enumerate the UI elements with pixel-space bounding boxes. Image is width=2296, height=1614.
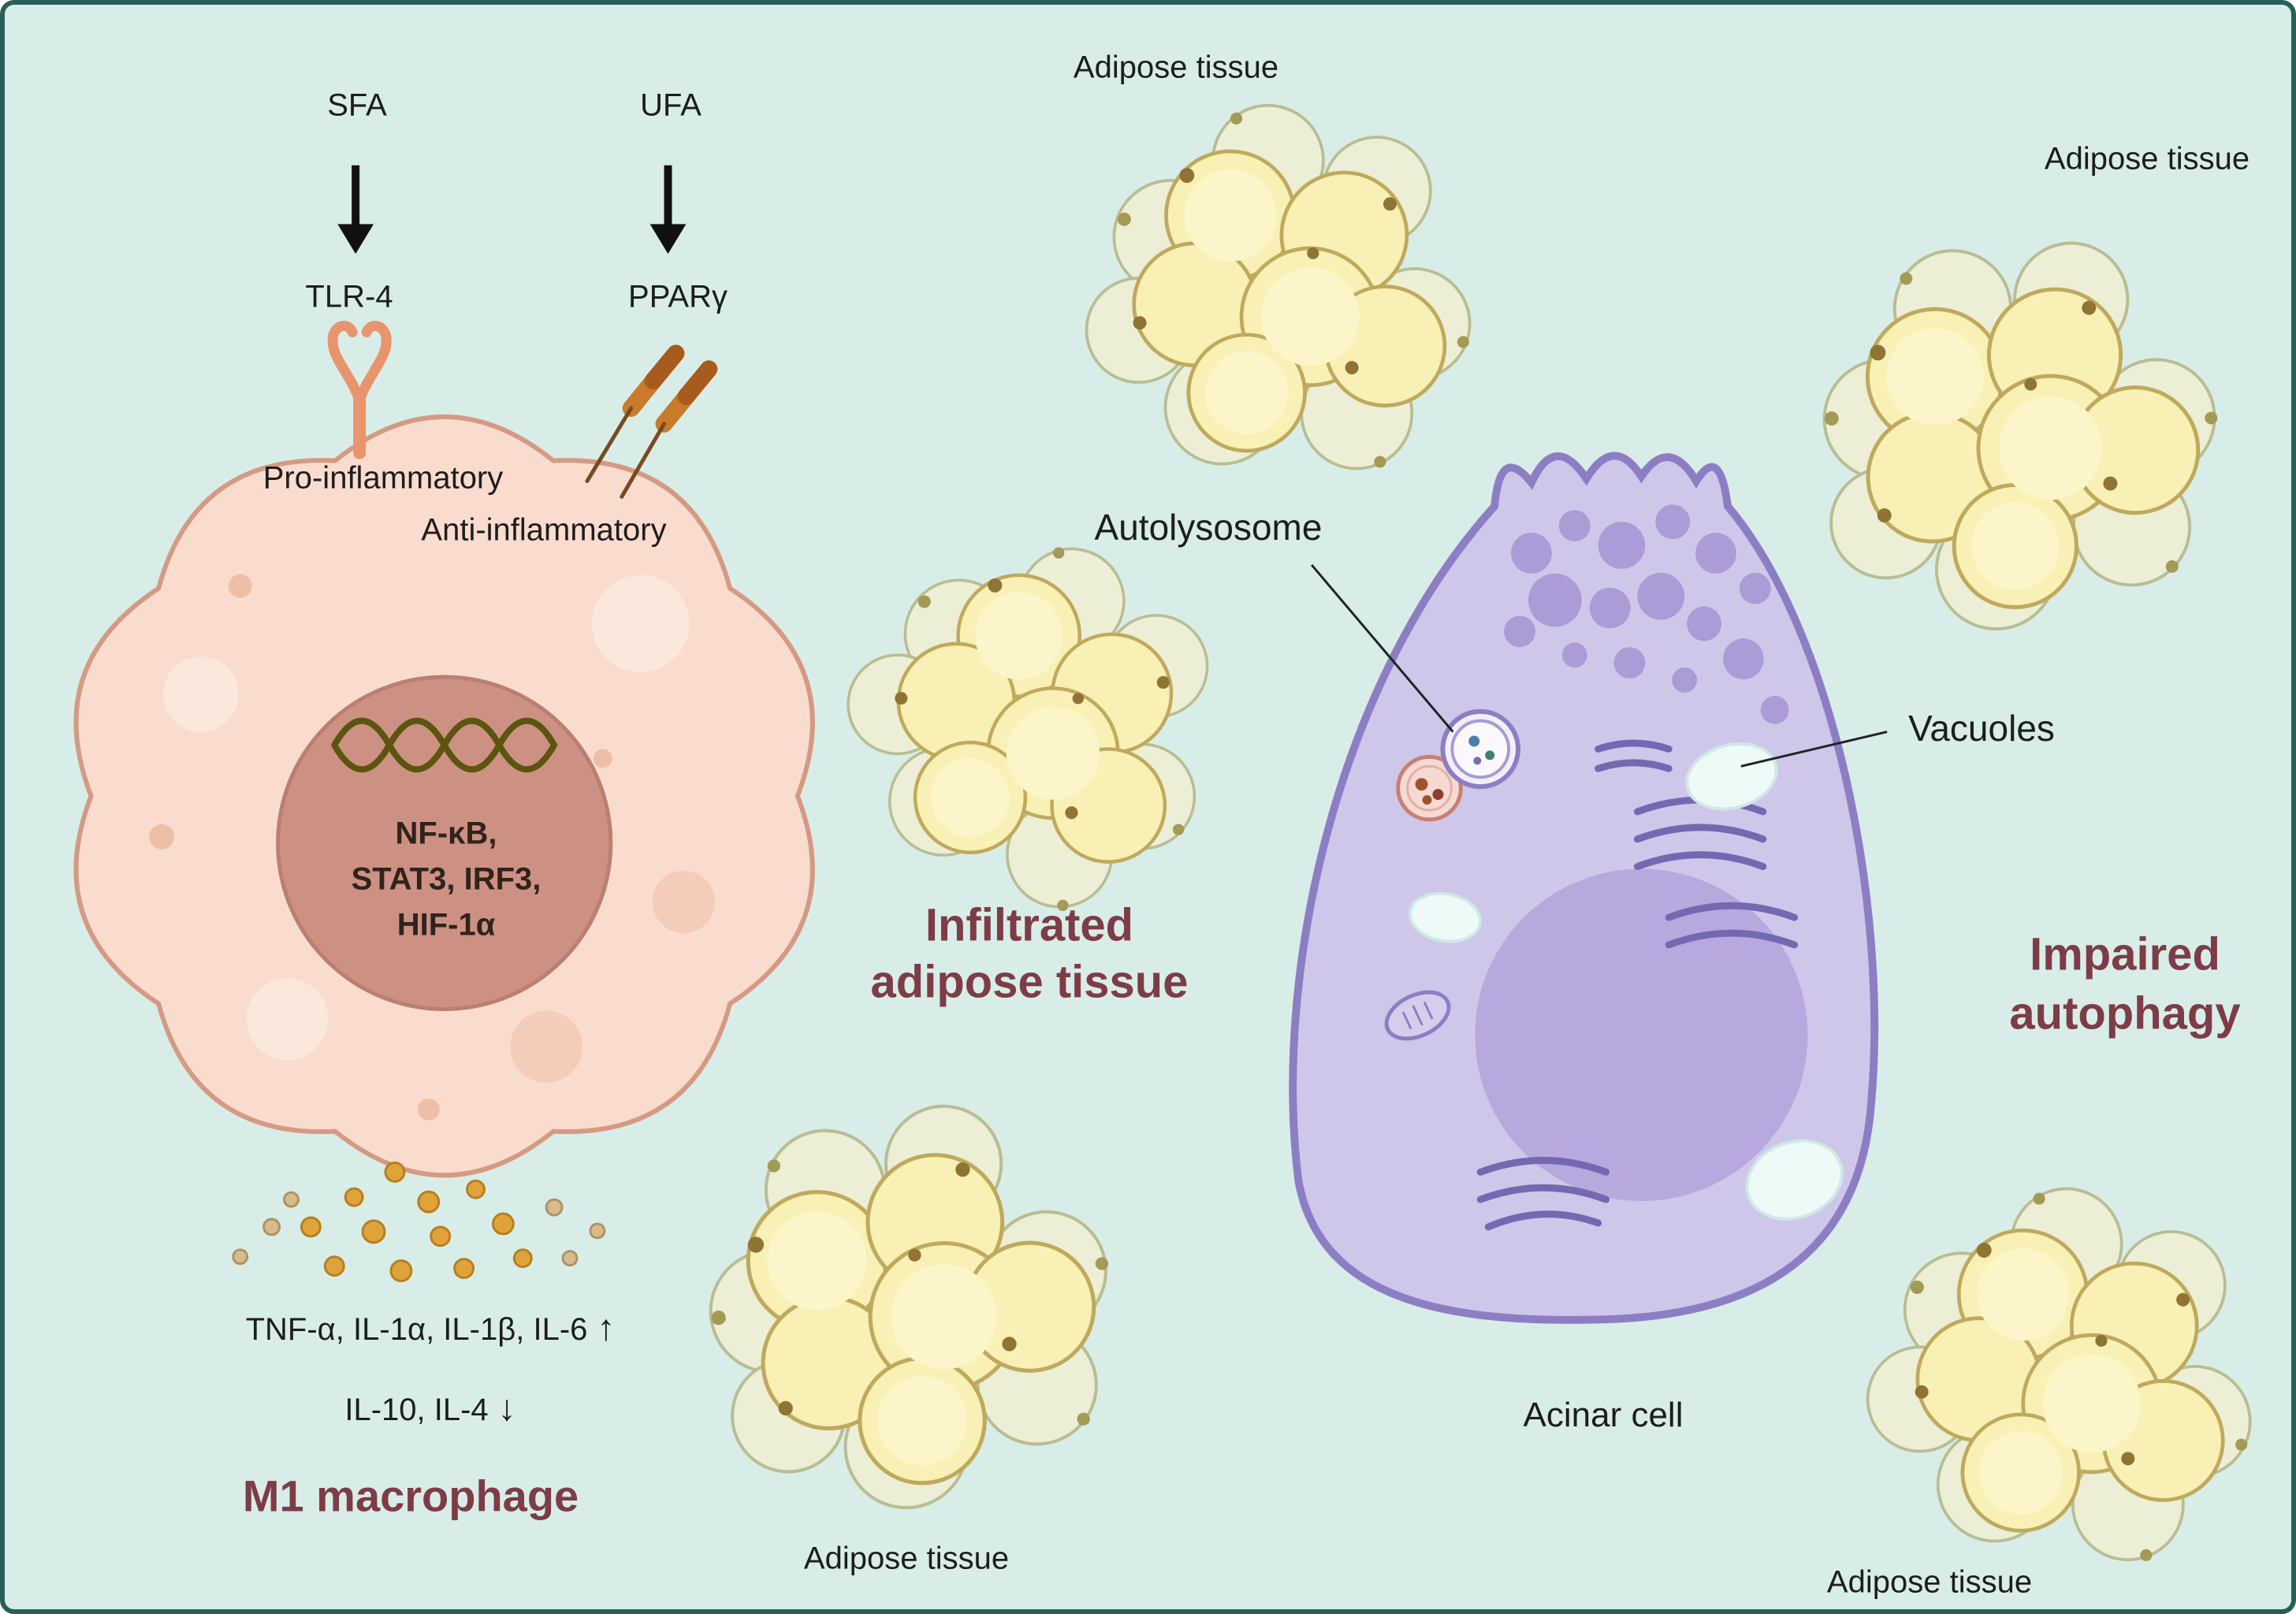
pparg-receptor-icon (585, 344, 718, 499)
tlr4-receptor-icon (327, 321, 392, 459)
nucleus-factors-line2: STAT3, IRF3, (351, 861, 541, 897)
adipose-cluster-middle (797, 482, 1282, 959)
impaired-title-line1: Impaired (2030, 928, 2220, 980)
vacuoles-leader-line (1740, 731, 1888, 768)
dna-icon (331, 717, 558, 773)
pparg-label: PPARγ (628, 279, 728, 314)
diagram-artwork (73, 5, 2291, 1609)
adipose-cluster-bottom-right (1840, 1153, 2291, 1597)
vacuoles-label: Vacuoles (1908, 708, 2055, 749)
zymogen-granules (1504, 504, 1789, 724)
infiltrated-title-line2: adipose tissue (870, 956, 1189, 1008)
ufa-arrow-icon (649, 165, 687, 255)
mitochondrion-icon (1384, 990, 1451, 1041)
pro-inflammatory-label: Pro-inflammatory (262, 460, 504, 496)
tlr4-label: TLR-4 (305, 279, 393, 314)
vacuoles (1408, 742, 1844, 1221)
infiltrated-title-line1: Infiltrated (925, 899, 1134, 951)
down-arrow-icon: ↓ (497, 1387, 516, 1428)
nucleus-factors-line3: HIF-1α (396, 907, 496, 943)
secreted-cytokines (232, 1161, 606, 1282)
macrophage-nucleus (276, 675, 613, 1011)
m1-macrophage-title: M1 macrophage (242, 1471, 579, 1521)
vacuole (1685, 742, 1778, 811)
adipose-cluster-bottom (647, 1052, 1165, 1557)
ufa-label: UFA (640, 87, 701, 123)
cytokines-down-text: IL-10, IL-4 (344, 1393, 489, 1427)
nucleus-factors-line1: NF-κB, (395, 816, 497, 851)
up-arrow-icon: ↑ (597, 1307, 616, 1348)
adipose-label-top: Adipose tissue (1073, 50, 1279, 85)
adipose-label-bottom: Adipose tissue (803, 1541, 1010, 1576)
vacuole (1745, 1139, 1844, 1221)
cytokines-up-text: TNF-α, IL-1α, IL-1β, IL-6 (245, 1312, 588, 1347)
cytokines-downregulated: IL-10, IL-4↓ (344, 1386, 515, 1429)
adipose-cluster-top (1070, 84, 1498, 496)
adipose-label-top-right: Adipose tissue (2044, 141, 2250, 177)
vacuole (1408, 891, 1482, 943)
sfa-arrow-icon (337, 165, 374, 255)
macrophage-vesicles (149, 574, 716, 1121)
anti-inflammatory-label: Anti-inflammatory (421, 512, 667, 548)
autolysosome-leader-line (1311, 563, 1454, 733)
er-icon (1476, 739, 1799, 1231)
acinar-cell (1289, 452, 1879, 1324)
acinar-nucleus (1475, 868, 1808, 1202)
adipose-cluster-top-right (1780, 203, 2252, 660)
sfa-label: SFA (327, 87, 387, 123)
autolysosome-label: Autolysosome (1094, 507, 1323, 548)
autolysosome-icon (1396, 708, 1521, 822)
macrophage-cell (73, 415, 815, 1178)
acinar-cell-label: Acinar cell (1523, 1396, 1684, 1434)
impaired-title-line2: autophagy (2009, 987, 2241, 1039)
cytokines-upregulated: TNF-α, IL-1α, IL-1β, IL-6 ↑ (246, 1306, 616, 1348)
adipose-label-bottom-right: Adipose tissue (1826, 1564, 2033, 1600)
